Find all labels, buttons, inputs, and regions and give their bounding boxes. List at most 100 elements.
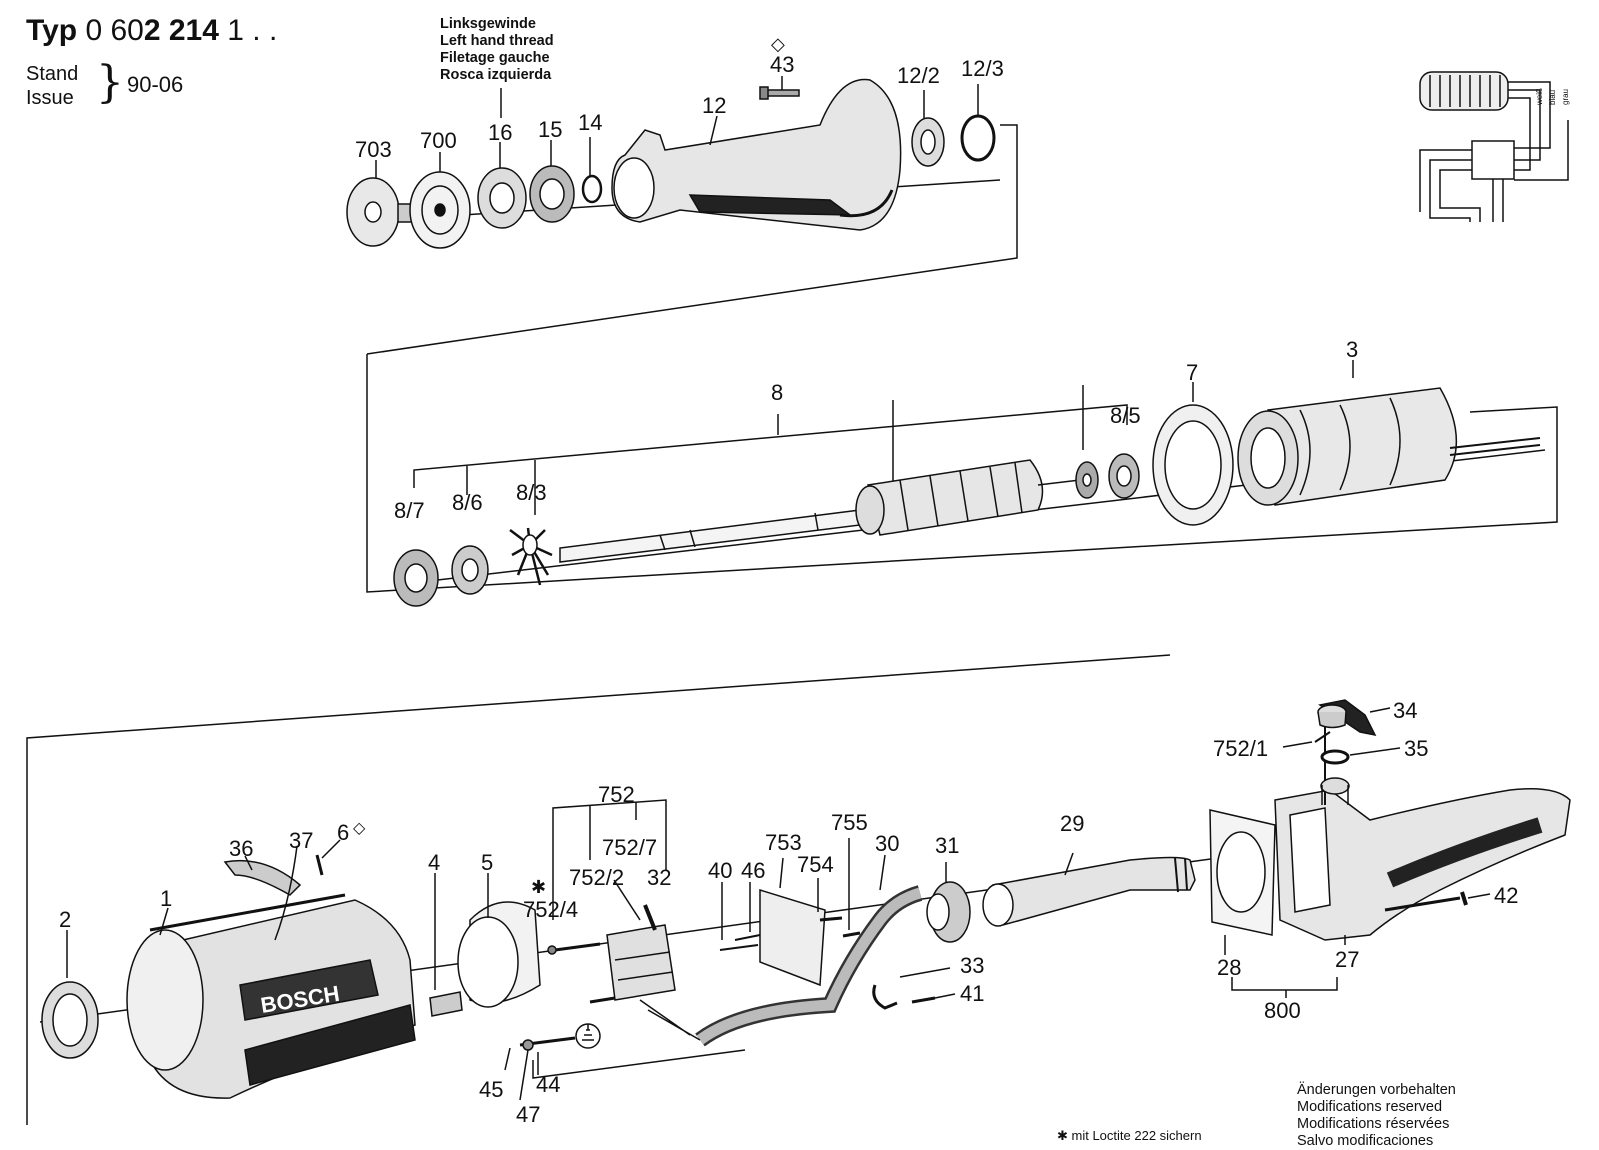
part-number-labels: 703 700 16 15 14 12 ◇ 43 12/2 12/3 8 8/7… xyxy=(59,34,1518,1127)
group-frame-middle xyxy=(366,354,1558,593)
part-34-speed-knob xyxy=(1317,699,1377,737)
label-15: 15 xyxy=(538,117,562,142)
label-8-5: 8/5 xyxy=(1110,403,1141,428)
part-12-gear-housing xyxy=(611,78,902,231)
wiring-schematic: weiß blau grau xyxy=(1419,71,1570,222)
part-27-rear-handle xyxy=(1274,720,1571,941)
thread-note-en: Left hand thread xyxy=(440,33,554,49)
part-12-3-ring xyxy=(960,114,996,162)
footer-en: Modifications reserved xyxy=(1297,1099,1443,1115)
part-4-brush-holder xyxy=(429,991,463,1017)
part-752-4-screw xyxy=(547,942,601,955)
label-33: 33 xyxy=(960,953,984,978)
label-754: 754 xyxy=(797,852,834,877)
part-29-cable-sleeve xyxy=(982,856,1196,927)
armature-core xyxy=(855,459,1081,536)
part-33-cable-clamp xyxy=(872,984,898,1010)
label-32: 32 xyxy=(647,865,671,890)
part-8-7-bearing xyxy=(393,549,439,607)
motor-group xyxy=(366,354,1558,607)
group-frame-top xyxy=(366,124,1018,355)
thread-note-de: Linksgewinde xyxy=(440,16,536,32)
label-4: 4 xyxy=(428,850,440,875)
part-752-1-screw xyxy=(1314,731,1331,743)
label-12: 12 xyxy=(702,93,726,118)
label-755: 755 xyxy=(831,810,868,835)
star-mark-752-4: ✱ xyxy=(531,877,546,897)
label-37: 37 xyxy=(289,828,313,853)
part-1-motor-housing: BOSCH xyxy=(126,893,416,1099)
part-8-3-fan xyxy=(509,527,553,586)
label-752-1: 752/1 xyxy=(1213,736,1268,761)
part-3-field-coil xyxy=(1237,387,1541,506)
part-753-mounting-plate xyxy=(759,888,826,987)
part-8-washer xyxy=(1075,461,1099,499)
part-7-baffle-ring xyxy=(1152,404,1234,526)
label-28: 28 xyxy=(1217,955,1241,980)
type-code-part1: 0 60 xyxy=(85,14,144,47)
label-8: 8 xyxy=(771,380,783,405)
label-27: 27 xyxy=(1335,947,1359,972)
type-code-bold: 2 214 xyxy=(143,14,219,47)
label-2: 2 xyxy=(59,907,71,932)
bracket-800 xyxy=(1231,977,1338,991)
part-14-ring xyxy=(581,174,603,204)
footer-fr: Modifications réservées xyxy=(1297,1116,1450,1132)
type-code-part2: 1 . . xyxy=(227,14,278,47)
part-700-disc xyxy=(409,171,471,249)
left-hand-thread-note: Linksgewinde Left hand thread Filetage g… xyxy=(440,16,554,84)
label-752: 752 xyxy=(598,782,635,807)
part-8-6-washer xyxy=(451,545,489,595)
label-752-4: 752/4 xyxy=(523,897,578,922)
part-8-5-bearing xyxy=(1108,453,1140,499)
label-12-2: 12/2 xyxy=(897,63,940,88)
wire-color-white: weiß xyxy=(1535,88,1544,106)
part-12-2-ring xyxy=(911,117,945,167)
part-15-bearing xyxy=(529,165,575,223)
wire-color-grey: grau xyxy=(1561,89,1570,105)
label-5: 5 xyxy=(481,850,493,875)
label-30: 30 xyxy=(875,831,899,856)
label-29: 29 xyxy=(1060,811,1084,836)
label-800: 800 xyxy=(1264,998,1301,1023)
label-1: 1 xyxy=(160,886,172,911)
label-8-7: 8/7 xyxy=(394,498,425,523)
part-703-flange-nut xyxy=(346,177,413,247)
group-frame-bottom xyxy=(26,654,1171,1125)
diamond-mark-43: ◇ xyxy=(771,34,785,54)
label-6: 6 xyxy=(337,820,349,845)
part-40-46-screws xyxy=(719,934,761,951)
label-14: 14 xyxy=(578,110,602,135)
part-2-ring xyxy=(41,981,99,1059)
head-group xyxy=(346,76,1018,355)
label-700: 700 xyxy=(420,128,457,153)
label-36: 36 xyxy=(229,836,253,861)
label-46: 46 xyxy=(741,858,765,883)
label-16: 16 xyxy=(488,120,512,145)
part-42-screw xyxy=(1384,891,1468,912)
label-43: 43 xyxy=(770,52,794,77)
label-42: 42 xyxy=(1494,883,1518,908)
stand-label: Stand xyxy=(26,63,79,85)
label-8-3: 8/3 xyxy=(516,480,547,505)
part-30-cable xyxy=(639,885,923,1047)
part-752-switch xyxy=(589,904,676,1004)
part-5-end-cap xyxy=(457,901,541,1008)
bracket-8 xyxy=(413,404,1128,488)
diamond-mark-6: ◇ xyxy=(353,820,366,837)
label-7: 7 xyxy=(1186,360,1198,385)
label-44: 44 xyxy=(536,1072,560,1097)
label-12-3: 12/3 xyxy=(961,56,1004,81)
stand-issue-labels: Stand Issue xyxy=(26,62,78,110)
brace-glyph: } xyxy=(96,57,124,108)
label-45: 45 xyxy=(479,1077,503,1102)
label-753: 753 xyxy=(765,830,802,855)
issue-label: Issue xyxy=(26,87,74,109)
label-752-7: 752/7 xyxy=(602,835,657,860)
housing-group: BOSCH xyxy=(26,654,1571,1125)
label-35: 35 xyxy=(1404,736,1428,761)
thread-note-es: Rosca izquierda xyxy=(440,67,552,83)
part-16-flange xyxy=(477,167,527,229)
part-31-grommet xyxy=(926,881,971,943)
